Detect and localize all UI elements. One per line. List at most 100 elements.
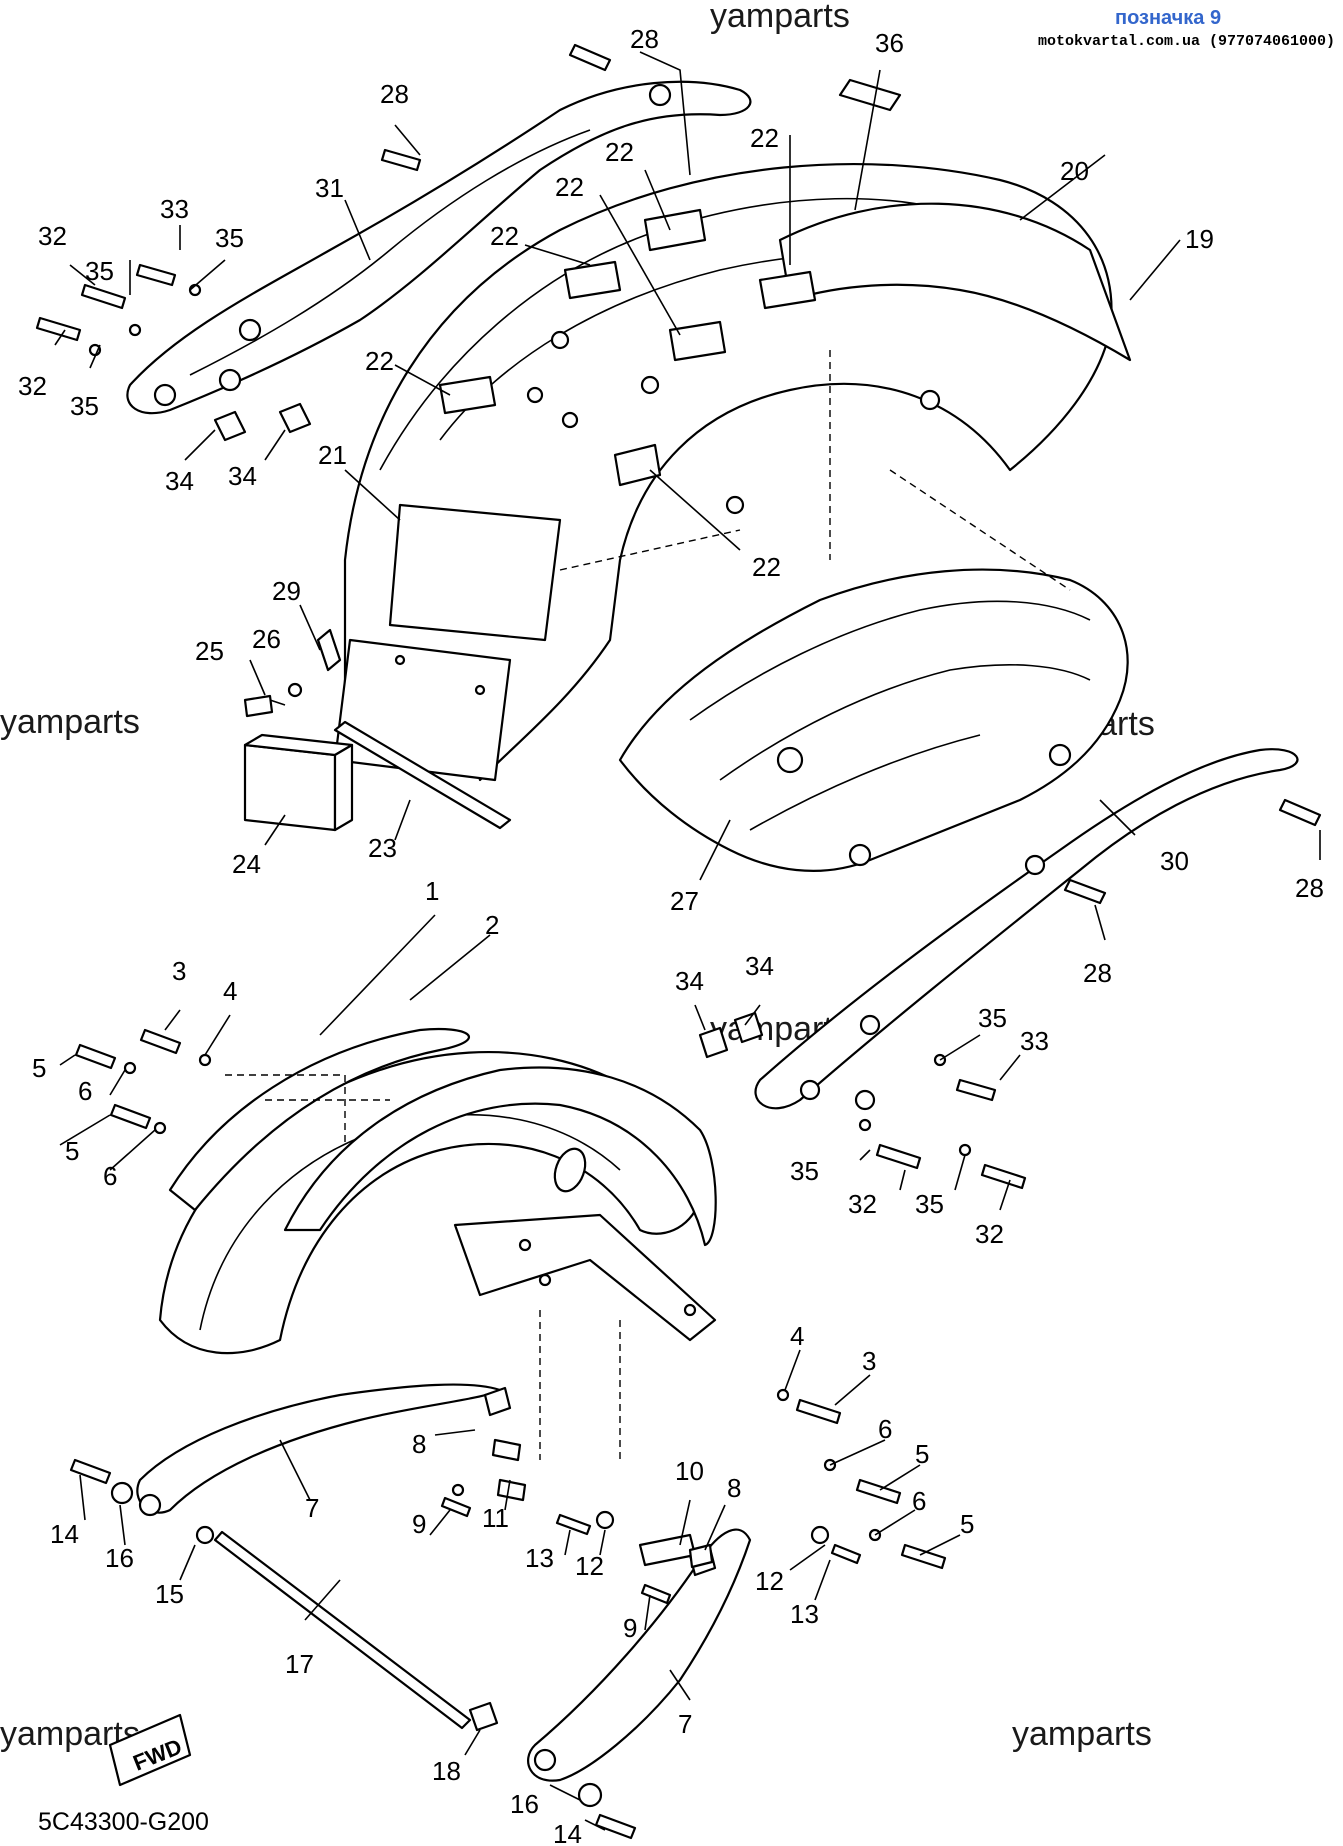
callout-14: 14 [553, 1819, 582, 1846]
callout-29: 29 [272, 576, 301, 606]
callout-24: 24 [232, 849, 261, 879]
callout-35: 35 [790, 1156, 819, 1186]
callout-23: 23 [368, 833, 397, 863]
leader-lines [54, 51, 1321, 1831]
callout-13: 13 [790, 1599, 819, 1629]
bolts-right [858, 798, 1322, 1190]
callout-22: 22 [365, 346, 394, 376]
callout-34: 34 [745, 951, 774, 981]
pad [563, 260, 622, 300]
header-tag: позначка 9 [1115, 7, 1221, 29]
callout-3: 3 [172, 956, 186, 986]
callout-28: 28 [380, 79, 409, 109]
callout-35: 35 [978, 1003, 1007, 1033]
callout-6: 6 [103, 1161, 117, 1191]
fender-stripe [168, 1027, 471, 1212]
callout-8: 8 [727, 1473, 741, 1503]
callout-32: 32 [38, 221, 67, 251]
bolts-upper [35, 43, 941, 411]
watermark: yamparts [710, 0, 850, 35]
callout-35: 35 [85, 256, 114, 286]
callout-28: 28 [630, 24, 659, 54]
callout-5: 5 [960, 1509, 974, 1539]
fender-side-stripe [778, 202, 1132, 362]
callout-20: 20 [1060, 156, 1089, 186]
callout-1: 1 [425, 876, 439, 906]
fender-stay-left [136, 1383, 512, 1517]
callout-26: 26 [252, 624, 281, 654]
callout-10: 10 [675, 1456, 704, 1486]
diagram-code: 5C43300-G200 [38, 1808, 209, 1836]
callout-33: 33 [1020, 1026, 1049, 1056]
callout-32: 32 [848, 1189, 877, 1219]
small-lower-parts [69, 1028, 947, 1840]
side-rail-right [698, 748, 1299, 1111]
fwd-indicator: FWD [108, 1713, 192, 1787]
callout-5: 5 [65, 1136, 79, 1166]
spacer [278, 402, 312, 434]
inner-fender [618, 568, 1129, 873]
callout-14: 14 [50, 1519, 79, 1549]
callout-33: 33 [160, 194, 189, 224]
fender-bracket [453, 1213, 717, 1342]
callout-3: 3 [862, 1346, 876, 1376]
callout-16: 16 [510, 1789, 539, 1819]
rear-fender-assembly [333, 78, 1132, 782]
pad [613, 443, 662, 487]
callout-17: 17 [285, 1649, 314, 1679]
callout-22: 22 [750, 123, 779, 153]
grab-bar-left [126, 80, 752, 442]
callouts: 28 36 28 31 33 35 32 35 32 35 34 34 22 2… [18, 24, 1324, 1846]
callout-8: 8 [412, 1429, 426, 1459]
reflector [243, 743, 337, 832]
fender-stay-right [527, 1528, 752, 1782]
watermark: yamparts [1012, 1715, 1152, 1753]
callout-2: 2 [485, 910, 499, 940]
callout-22: 22 [605, 137, 634, 167]
callout-35: 35 [915, 1189, 944, 1219]
trim-strip [333, 720, 512, 830]
decal [838, 78, 902, 112]
callout-4: 4 [790, 1321, 804, 1351]
callout-35: 35 [70, 391, 99, 421]
callout-25: 25 [195, 636, 224, 666]
license-plate-area [388, 503, 562, 642]
callout-22: 22 [752, 552, 781, 582]
header-site: motokvartal.com.ua (977074061000) [1038, 33, 1335, 50]
callout-12: 12 [755, 1566, 784, 1596]
callout-18: 18 [432, 1756, 461, 1786]
callout-27: 27 [670, 886, 699, 916]
pad [643, 208, 707, 252]
callout-31: 31 [315, 173, 344, 203]
callout-6: 6 [878, 1414, 892, 1444]
pad [758, 270, 817, 310]
callout-13: 13 [525, 1543, 554, 1573]
watermark: yamparts [0, 703, 140, 741]
callout-32: 32 [18, 371, 47, 401]
callout-15: 15 [155, 1579, 184, 1609]
callout-6: 6 [78, 1076, 92, 1106]
callout-9: 9 [623, 1613, 637, 1643]
pad [438, 375, 497, 415]
callout-16: 16 [105, 1543, 134, 1573]
callout-6: 6 [912, 1486, 926, 1516]
callout-28: 28 [1083, 958, 1112, 988]
callout-35: 35 [215, 223, 244, 253]
callout-30: 30 [1160, 846, 1189, 876]
callout-22: 22 [555, 172, 584, 202]
callout-9: 9 [412, 1509, 426, 1539]
callout-5: 5 [915, 1439, 929, 1469]
reflector-parts [243, 628, 512, 832]
callout-34: 34 [675, 966, 704, 996]
callout-12: 12 [575, 1551, 604, 1581]
pad [668, 320, 727, 362]
callout-11: 11 [482, 1503, 509, 1533]
front-fender-assembly [158, 1027, 717, 1355]
callout-28: 28 [1295, 873, 1324, 903]
callout-22: 22 [490, 221, 519, 251]
callout-5: 5 [32, 1053, 46, 1083]
callout-7: 7 [678, 1709, 692, 1739]
callout-19: 19 [1185, 224, 1214, 254]
callout-21: 21 [318, 440, 347, 470]
